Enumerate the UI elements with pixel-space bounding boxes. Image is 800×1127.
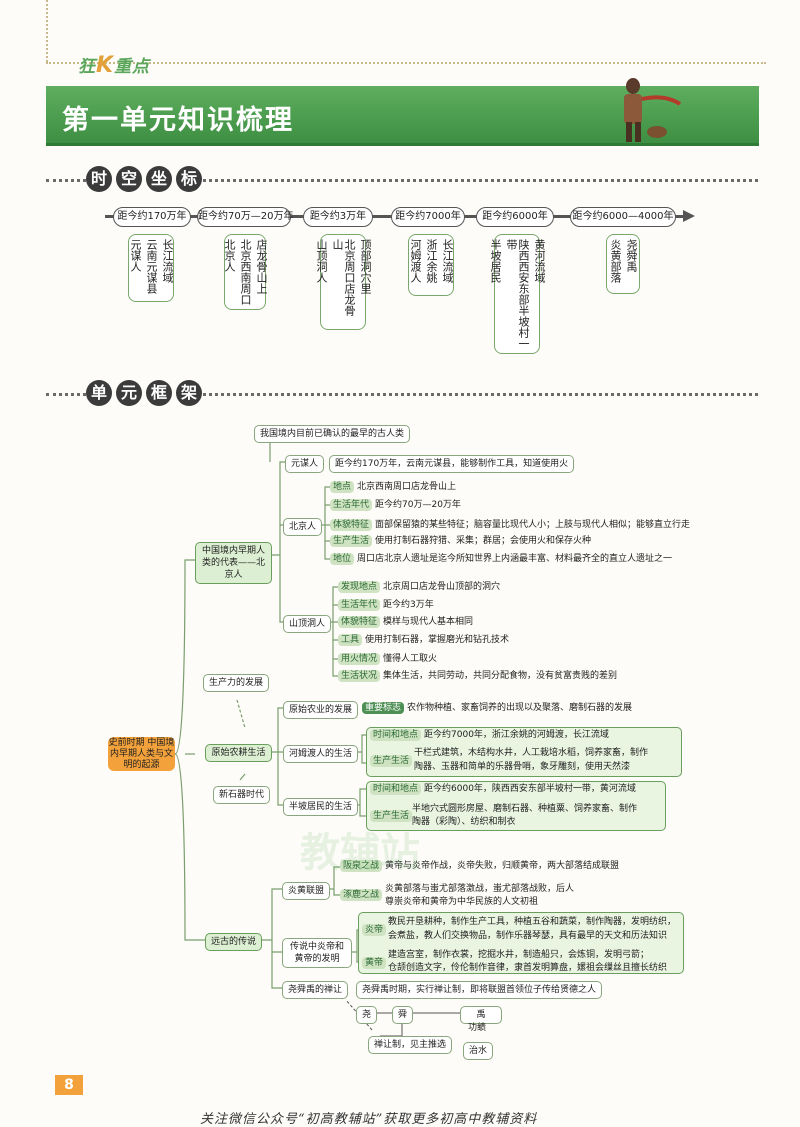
branch-farming: 原始农耕生活: [205, 744, 272, 762]
timeline-box-yanhuang: 尧舜禹炎黄部落: [606, 234, 640, 294]
timeline-box-beijing: 店龙骨山上北京西南周口北京人: [223, 234, 268, 310]
top-note: 我国境内目前已确认的最早的古人类: [254, 425, 411, 443]
shanding-item: 工具使用打制石器，掌握磨光和钻孔技术: [338, 634, 509, 646]
banpo-label: 半坡居民的生活: [283, 798, 359, 816]
timeline-label: 距今约7000年: [391, 207, 465, 227]
legend-huang-line: 仓颉创造文字，伶伦制作音律，隶首发明算盘，嫘祖会缫丝且擅长纺织: [388, 963, 668, 973]
ancestor-figure-illustration: [624, 78, 682, 142]
page-title: 第一单元知识梳理: [62, 105, 294, 136]
branch-early-humans: 中国境内早期人类的代表——北京人: [195, 542, 272, 584]
shanding-item: 生活年代距今约3万年: [338, 599, 434, 611]
yuanmou-text: 距今约170万年，云南元谋县，能够制作工具，知道使用火: [329, 455, 575, 473]
legend-yan-line: 会煮盐，教人们交换物品，制作乐器琴瑟，具有最早的天文和历法知识: [388, 931, 668, 941]
shanding-item: 生活状况集体生活，共同劳动，共同分配食物，没有贫富贵贱的差别: [338, 670, 617, 682]
yuanmou-label: 元谋人: [285, 455, 325, 473]
timeline-box-shanding: 顶部洞穴里北京周口店龙骨山山顶洞人: [315, 234, 372, 330]
chain-yu: 禹: [460, 1006, 502, 1024]
productivity-note: 生产力的发展: [203, 674, 270, 692]
neolithic-note: 新石器时代: [213, 786, 271, 804]
hemudu-prod-tag: 生产生活: [370, 755, 415, 767]
timeline-box-yuanmou: 长江流域云南元谋县元谋人: [128, 234, 174, 302]
chain-yao: 尧: [356, 1006, 378, 1024]
page-number: 8: [55, 1075, 83, 1095]
legend-huang-line: 建造宫室，制作衣裳，挖掘水井，制造船只，会炼铜，发明弓箭；: [388, 950, 650, 960]
section-title-timeline: 时空坐标: [86, 166, 202, 192]
hemudu-prod-line: 干栏式建筑，木结构水井，人工栽培水稻，饲养家畜，制作: [414, 748, 649, 758]
beijing-item: 地点北京西南周口店龙骨山上: [330, 481, 456, 493]
timeline-label: 距今约6000—4000年: [570, 207, 676, 227]
shanding-label: 山顶洞人: [283, 615, 332, 633]
legend-yan-line: 教民开垦耕种，制作生产工具，种植五谷和蔬菜，制作陶器，发明纺织，: [388, 917, 677, 927]
banpo-prod-line: 半地穴式圆形房屋、磨制石器、种植粟、饲养家畜、制作: [412, 804, 638, 814]
timeline-box-banpo: 黄河流域陕西西安东部半坡村一带半坡居民: [489, 234, 546, 354]
yanhuang-b-line: 尊崇炎帝和黄帝为中华民族的人文初祖: [385, 897, 539, 907]
timeline-label: 距今约6000年: [476, 207, 554, 227]
shanding-item: 发现地点北京周口店龙骨山顶部的洞穴: [338, 581, 500, 593]
framework-root: 史前时期 中国境内早期人类与文明的起源: [108, 737, 175, 771]
beijing-label: 北京人: [283, 518, 323, 536]
agri-label: 原始农业的发展: [283, 701, 359, 719]
beijing-item: 生产生活使用打制石器狩猎、采集；群居；会使用火和保存火种: [330, 535, 591, 547]
legend-panel: [358, 912, 684, 974]
shanrang-text: 尧舜禹时期，实行禅让制，即将联盟首领位子传给贤德之人: [356, 981, 603, 999]
logo: 狂K重点: [78, 53, 151, 78]
agri-item: 重要标志农作物种植、家畜饲养的出现以及聚落、磨制石器的发展: [362, 702, 632, 714]
timeline-label: 距今约70万—20万年: [197, 207, 293, 227]
timeline-label: 距今约3万年: [303, 207, 373, 227]
shanrang-label: 尧舜禹的禅让: [282, 981, 349, 999]
legend-yan-tag: 炎帝: [362, 924, 389, 936]
banpo-time: 时间和地点距今约6000年，陕西西安东部半坡村一带，黄河流域: [370, 783, 636, 795]
branch-legends: 远古的传说: [205, 933, 262, 951]
timeline-label: 距今约170万年: [113, 207, 191, 227]
hemudu-time: 时间和地点距今约7000年，浙江余姚的河姆渡，长江流域: [370, 729, 609, 741]
yanhuang-b-line: 炎黄部落与蚩尤部落激战，蚩尤部落战败，后人: [385, 884, 575, 894]
chain-shun: 舜: [392, 1006, 414, 1024]
timeline-arrow: [683, 210, 695, 222]
beijing-item: 生活年代距今约70万—20万年: [330, 499, 461, 511]
banpo-prod-tag: 生产生活: [370, 810, 415, 822]
chain-method: 禅让制，见主推选: [368, 1036, 453, 1054]
shanding-item: 体貌特征模样与现代人基本相同: [338, 616, 473, 628]
beijing-item: 地位周口店北京人遗址是迄今所知世界上内涵最丰富、材料最齐全的直立人遗址之一: [330, 553, 672, 565]
hemudu-label: 河姆渡人的生活: [283, 745, 359, 763]
legend-label: 传说中炎帝和黄帝的发明: [282, 938, 352, 968]
chain-flood: 治水: [463, 1042, 494, 1060]
beijing-item: 体貌特征面部保留猿的某些特征；脑容量比现代人小；上肢与现代人相似；能够直立行走: [330, 519, 690, 531]
timeline-box-hemudu: 长江流域浙江余姚河姆渡人: [408, 234, 454, 296]
yanhuang-label: 炎黄联盟: [282, 882, 331, 900]
footer-note: 关注微信公众号“初高教辅站”获取更多初高中教辅资料: [200, 1112, 538, 1127]
hemudu-prod-line: 陶器、玉器和简单的乐器骨哨，象牙雕刻，使用天然漆: [414, 762, 631, 772]
yanhuang-a: 阪泉之战黄帝与炎帝作战，炎帝失败，归顺黄帝，两大部落结成联盟: [340, 860, 619, 872]
legend-huang-tag: 黄帝: [362, 957, 389, 969]
section-title-framework: 单元框架: [86, 380, 202, 406]
chain-merit: 功绩: [468, 1023, 487, 1033]
watermark: 教辅站: [300, 830, 420, 876]
shanding-item: 用火情况懂得人工取火: [338, 653, 437, 665]
yanhuang-b-tag: 涿鹿之战: [340, 889, 385, 901]
banpo-prod-line: 陶器（彩陶）、纺织和制衣: [412, 817, 516, 827]
